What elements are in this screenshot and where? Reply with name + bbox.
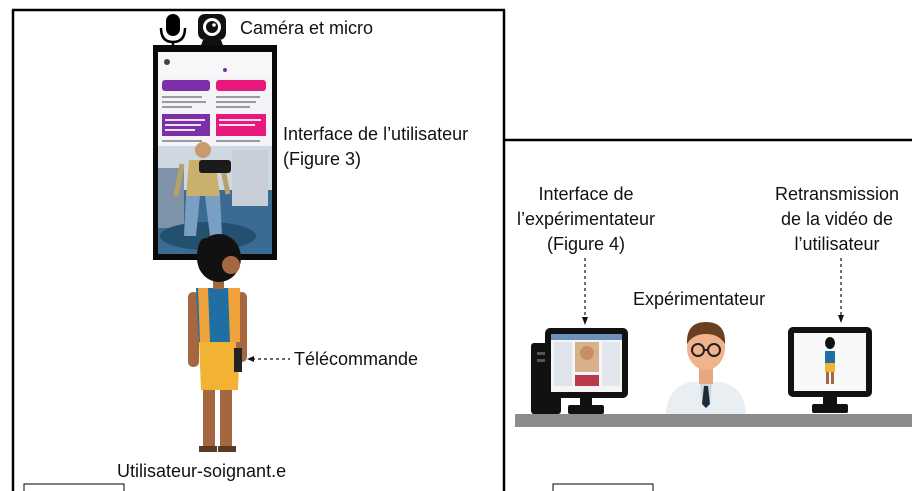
experimenter-figure bbox=[666, 322, 746, 414]
experimenter-computer bbox=[531, 328, 628, 414]
experimenter-label: Expérimentateur bbox=[633, 289, 766, 309]
video-relay-label-line1: Retransmission bbox=[774, 184, 900, 204]
experimenter-interface-label-line1: Interface de bbox=[538, 184, 634, 204]
video-relay-monitor bbox=[788, 327, 872, 413]
user-caregiver-figure bbox=[188, 234, 247, 452]
remote-label: Télécommande bbox=[294, 349, 419, 369]
user-interface-label-line2: (Figure 3) bbox=[283, 149, 362, 169]
video-relay-label-line2: de la vidéo de bbox=[780, 209, 894, 229]
experimenter-interface-label-line3: (Figure 4) bbox=[546, 234, 626, 254]
desk bbox=[515, 414, 912, 427]
microphone-icon bbox=[159, 14, 187, 48]
user-interface-label-line1: Interface de l’utilisateur bbox=[283, 124, 469, 144]
user-caregiver-label: Utilisateur-soignant.e bbox=[117, 461, 287, 481]
room-right bbox=[504, 138, 912, 491]
video-relay-label-line3: l’utilisateur bbox=[794, 234, 880, 254]
camera-icon bbox=[198, 14, 226, 48]
room-left bbox=[11, 8, 506, 491]
camera-micro-label: Caméra et micro bbox=[240, 18, 374, 38]
user-screen bbox=[153, 45, 277, 260]
experimenter-interface-label-line2: l’expérimentateur bbox=[516, 209, 656, 229]
